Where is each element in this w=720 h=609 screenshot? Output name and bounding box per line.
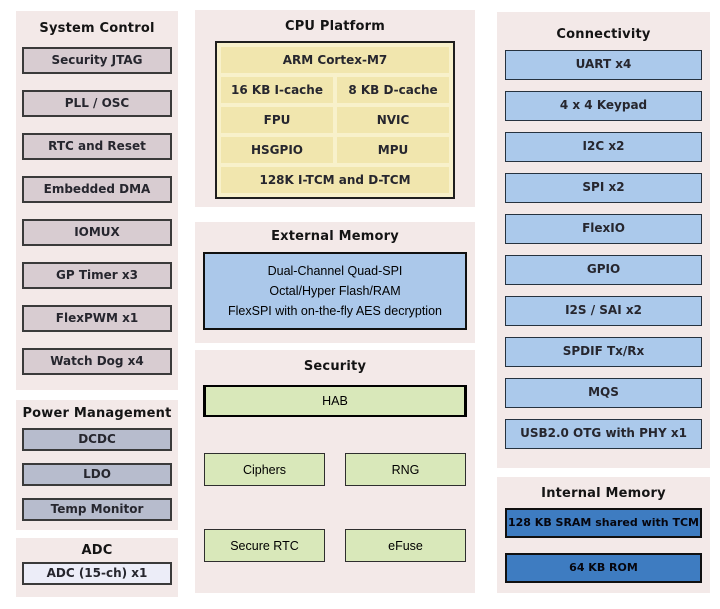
block-flexpwm: FlexPWM x1: [22, 305, 172, 332]
block-ldo: LDO: [22, 463, 172, 486]
block-fpu: FPU: [221, 107, 333, 133]
block-ciphers: Ciphers: [204, 453, 325, 486]
block-adc-15ch: ADC (15-ch) x1: [22, 562, 172, 585]
security-title: Security: [303, 359, 367, 374]
cpu-core-box: ARM Cortex-M7 16 KB I-cache 8 KB D-cache…: [215, 41, 455, 199]
block-iomux: IOMUX: [22, 219, 172, 246]
block-arm-cortex-m7: ARM Cortex-M7: [221, 47, 449, 73]
block-i2c: I2C x2: [505, 132, 702, 162]
panel-connectivity: Connectivity UART x4 4 x 4 Keypad I2C x2…: [497, 12, 710, 468]
panel-internal-memory: Internal Memory 128 KB SRAM shared with …: [497, 477, 710, 593]
connectivity-title: Connectivity: [556, 27, 651, 42]
block-rng: RNG: [345, 453, 466, 486]
external-memory-line: Octal/Hyper Flash/RAM: [269, 284, 401, 298]
block-nvic: NVIC: [337, 107, 449, 133]
block-temp-monitor: Temp Monitor: [22, 498, 172, 521]
security-row: Secure RTC eFuse: [204, 529, 466, 562]
block-uart: UART x4: [505, 50, 702, 80]
block-dcache: 8 KB D-cache: [337, 77, 449, 103]
external-memory-title: External Memory: [271, 229, 399, 244]
block-hab: HAB: [203, 385, 467, 417]
block-spi: SPI x2: [505, 173, 702, 203]
panel-cpu-platform: CPU Platform ARM Cortex-M7 16 KB I-cache…: [195, 10, 475, 207]
block-pll-osc: PLL / OSC: [22, 90, 172, 117]
block-watchdog: Watch Dog x4: [22, 348, 172, 375]
panel-external-memory: External Memory Dual-Channel Quad-SPI Oc…: [195, 222, 475, 343]
system-control-title: System Control: [39, 21, 155, 36]
block-efuse: eFuse: [345, 529, 466, 562]
panel-power-management: Power Management DCDC LDO Temp Monitor: [16, 400, 178, 530]
block-mqs: MQS: [505, 378, 702, 408]
block-gpio: GPIO: [505, 255, 702, 285]
block-external-memory: Dual-Channel Quad-SPI Octal/Hyper Flash/…: [203, 252, 467, 330]
block-hsgpio: HSGPIO: [221, 137, 333, 163]
internal-memory-title: Internal Memory: [541, 486, 666, 501]
cpu-platform-title: CPU Platform: [284, 19, 386, 34]
external-memory-line: FlexSPI with on-the-fly AES decryption: [228, 304, 442, 318]
block-security-jtag: Security JTAG: [22, 47, 172, 74]
block-gp-timer: GP Timer x3: [22, 262, 172, 289]
block-mpu: MPU: [337, 137, 449, 163]
block-embedded-dma: Embedded DMA: [22, 176, 172, 203]
column-left: System Control Security JTAG PLL / OSC R…: [16, 11, 178, 609]
panel-adc: ADC ADC (15-ch) x1: [16, 538, 178, 597]
column-middle: CPU Platform ARM Cortex-M7 16 KB I-cache…: [195, 10, 475, 609]
block-spdif: SPDIF Tx/Rx: [505, 337, 702, 367]
block-icache: 16 KB I-cache: [221, 77, 333, 103]
block-dcdc: DCDC: [22, 428, 172, 451]
block-i2s-sai: I2S / SAI x2: [505, 296, 702, 326]
cpu-grid: 16 KB I-cache 8 KB D-cache FPU NVIC HSGP…: [221, 77, 449, 163]
panel-security: Security HAB Ciphers RNG Secure RTC eFus…: [195, 350, 475, 593]
block-rtc-reset: RTC and Reset: [22, 133, 172, 160]
block-secure-rtc: Secure RTC: [204, 529, 325, 562]
external-memory-line: Dual-Channel Quad-SPI: [267, 264, 403, 278]
block-tcm: 128K I-TCM and D-TCM: [221, 167, 449, 193]
adc-title: ADC: [81, 543, 113, 558]
block-rom: 64 KB ROM: [505, 553, 702, 583]
security-row: Ciphers RNG: [204, 453, 466, 486]
block-usb-otg: USB2.0 OTG with PHY x1: [505, 419, 702, 449]
block-keypad: 4 x 4 Keypad: [505, 91, 702, 121]
block-sram: 128 KB SRAM shared with TCM: [505, 508, 702, 538]
panel-system-control: System Control Security JTAG PLL / OSC R…: [16, 11, 178, 390]
column-right: Connectivity UART x4 4 x 4 Keypad I2C x2…: [497, 12, 710, 609]
power-management-title: Power Management: [22, 406, 172, 421]
block-flexio: FlexIO: [505, 214, 702, 244]
